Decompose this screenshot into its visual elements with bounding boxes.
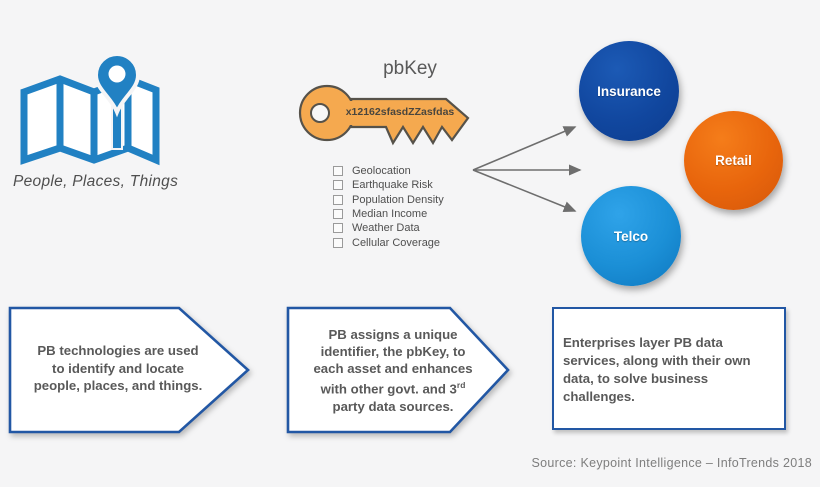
checkbox-icon	[333, 194, 343, 205]
industry-circle-insurance: Insurance	[579, 41, 679, 141]
industry-label: Insurance	[597, 83, 661, 99]
step2-line: with other govt. and 3rd	[320, 380, 466, 397]
checklist-item: Median Income	[333, 207, 444, 221]
step2-line: party data sources.	[332, 398, 454, 414]
checkbox-icon	[333, 237, 343, 248]
checkbox-icon	[333, 209, 343, 220]
checklist-item: Cellular Coverage	[333, 235, 444, 249]
step3-line: services, along with their own	[563, 353, 751, 368]
step3-text: Enterprises layer PB data services, alon…	[563, 334, 775, 406]
industry-label: Telco	[613, 228, 649, 244]
source-attribution: Source: Keypoint Intelligence – InfoTren…	[531, 456, 812, 470]
checklist-item: Geolocation	[333, 164, 444, 178]
step1-text: PB technologies are used to identify and…	[16, 342, 220, 395]
step3-line: data, to solve business	[563, 371, 709, 386]
pbkey-value: x12162sfasdZZasfdas	[345, 106, 455, 118]
step2-arrow-shape	[286, 306, 510, 434]
step2-line: PB assigns a unique	[328, 327, 458, 342]
step1-line: PB technologies are used	[37, 343, 199, 358]
step2-line: each asset and enhances	[313, 360, 473, 376]
pbkey-title: pbKey	[383, 58, 437, 79]
step1-line: people, places, and things.	[33, 378, 203, 393]
checkbox-icon	[333, 180, 343, 191]
checklist-item-label: Weather Data	[352, 222, 420, 235]
checklist-item-label: Population Density	[352, 193, 444, 206]
step2-line: identifier, the pbKey, to	[320, 343, 466, 359]
step3-box-shape	[552, 307, 786, 430]
checklist-item: Weather Data	[333, 221, 444, 235]
map-location-icon	[20, 52, 160, 166]
checklist-item-label: Median Income	[352, 208, 428, 221]
map-caption: People, Places, Things	[13, 173, 179, 190]
checklist-item-label: Cellular Coverage	[352, 236, 441, 249]
step2-text: PB assigns a unique identifier, the pbKe…	[294, 327, 492, 415]
checklist-item-label: Earthquake Risk	[352, 179, 433, 192]
industry-circle-retail: Retail	[684, 111, 783, 210]
step3-line: Enterprises layer PB data	[563, 335, 723, 350]
checklist-item: Earthquake Risk	[333, 178, 444, 192]
checklist-item: Population Density	[333, 193, 444, 207]
checklist-item-label: Geolocation	[352, 165, 411, 178]
checkbox-icon	[333, 223, 343, 234]
step1-arrow-shape	[8, 306, 250, 434]
data-attributes-checklist: Geolocation Earthquake Risk Population D…	[333, 164, 444, 250]
key-icon	[298, 84, 470, 146]
step1-line: to identify and locate	[52, 360, 184, 376]
fan-arrows-icon	[472, 126, 582, 213]
checkbox-icon	[333, 166, 343, 177]
step3-line: challenges.	[563, 389, 635, 404]
ordinal-superscript: rd	[456, 380, 466, 391]
industry-label: Retail	[715, 153, 752, 168]
industry-circle-telco: Telco	[581, 186, 681, 286]
